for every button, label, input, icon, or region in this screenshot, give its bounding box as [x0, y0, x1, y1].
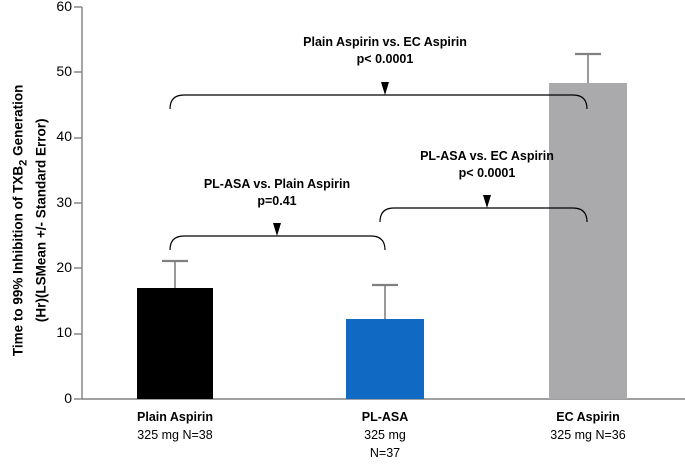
x-label-plain-aspirin: Plain Aspirin 325 mg N=38: [95, 408, 255, 444]
y-tick-10: 10: [56, 324, 72, 340]
annotation-plasa-vs-plain-pvalue: p=0.41: [257, 194, 297, 208]
x-label-pl-asa: PL-ASA 325 mg N=37: [305, 408, 465, 462]
x-label-ec-aspirin-name: EC Aspirin: [556, 410, 620, 424]
bracket-plasa-vs-ec: [379, 207, 588, 223]
bracket-pointer-plasa-vs-plain: [273, 223, 281, 236]
annotation-plain-vs-ec-pvalue: p< 0.0001: [356, 52, 414, 66]
bar-plain-aspirin: [137, 288, 213, 399]
y-axis-tick-labels: 60 50 40 30 20 10 0: [20, 0, 72, 470]
annotation-plasa-vs-plain-label: PL-ASA vs. Plain Aspirin: [203, 177, 351, 191]
annotation-plasa-vs-ec-label: PL-ASA vs. EC Aspirin: [420, 149, 554, 163]
x-label-pl-asa-n: N=37: [369, 446, 401, 460]
x-label-plain-aspirin-dose: 325 mg N=38: [137, 428, 213, 442]
x-label-pl-asa-dose: 325 mg: [364, 428, 406, 442]
x-label-ec-aspirin-dose: 325 mg N=36: [550, 428, 626, 442]
bar-pl-asa: [346, 319, 424, 399]
bracket-plain-vs-ec: [169, 94, 588, 110]
x-label-ec-aspirin: EC Aspirin 325 mg N=36: [508, 408, 668, 444]
bracket-pointer-plain-vs-ec: [381, 82, 389, 95]
annotation-plasa-vs-ec: PL-ASA vs. EC Aspirin p< 0.0001: [377, 148, 597, 182]
y-tick-30: 30: [56, 194, 72, 210]
x-label-pl-asa-name: PL-ASA: [361, 410, 409, 424]
annotation-plasa-vs-plain: PL-ASA vs. Plain Aspirin p=0.41: [157, 176, 397, 210]
y-tick-0: 0: [64, 390, 72, 406]
bracket-pointer-plasa-vs-ec: [483, 195, 491, 208]
x-label-plain-aspirin-name: Plain Aspirin: [137, 410, 213, 424]
bar-ec-aspirin: [549, 83, 627, 399]
y-tick-20: 20: [56, 259, 72, 275]
y-tick-40: 40: [56, 128, 72, 144]
y-tick-50: 50: [56, 63, 72, 79]
annotation-plasa-vs-ec-pvalue: p< 0.0001: [458, 166, 516, 180]
y-tick-60: 60: [56, 0, 72, 14]
annotation-plain-vs-ec-label: Plain Aspirin vs. EC Aspirin: [303, 35, 467, 49]
bracket-plasa-vs-plain: [169, 235, 386, 251]
annotation-plain-vs-ec: Plain Aspirin vs. EC Aspirin p< 0.0001: [265, 34, 505, 68]
